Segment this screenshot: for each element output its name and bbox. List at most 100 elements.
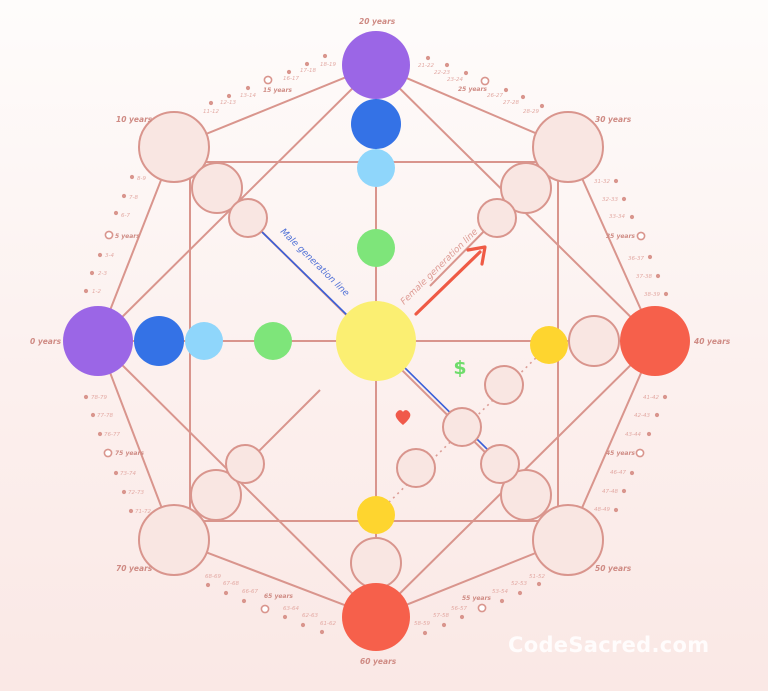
node-right-yellow[interactable]: [530, 326, 568, 364]
tick-label: 36-37: [628, 256, 644, 262]
milestone-marker[interactable]: [636, 231, 646, 241]
milestone-label: 5 years: [115, 233, 140, 240]
dollar-icon: $: [453, 357, 466, 379]
tick-dot: [517, 590, 523, 596]
node-ancestral-tl-2[interactable]: [191, 162, 243, 214]
tick-dot: [536, 581, 542, 587]
milestone-marker[interactable]: [480, 76, 490, 86]
tick-dot: [83, 288, 89, 294]
tick-label: 23-24: [447, 77, 463, 83]
milestone-label: 65 years: [264, 593, 293, 600]
tick-label: 2-3: [98, 271, 107, 277]
male-generation-label: Male generation line: [278, 227, 351, 299]
milestone-label: 35 years: [606, 233, 635, 240]
node-ancestral-br-3[interactable]: [480, 444, 520, 484]
tick-label: 53-54: [492, 589, 508, 595]
milestone-marker[interactable]: [477, 603, 487, 613]
node-ancestral-bl-2[interactable]: [190, 469, 242, 521]
tick-dot: [90, 412, 96, 418]
tick-dot: [121, 489, 127, 495]
tick-dot: [83, 394, 89, 400]
node-ancestral-br-2[interactable]: [500, 469, 552, 521]
tick-label: 1-2: [92, 289, 101, 295]
age-label: 0 years: [30, 337, 62, 346]
tick-dot: [128, 508, 134, 514]
milestone-marker[interactable]: [263, 75, 273, 85]
tick-dot: [286, 69, 292, 75]
outer-ring-circles: [138, 111, 620, 589]
tick-dot: [663, 291, 669, 297]
tick-dot: [304, 61, 310, 67]
node-top-lightblue[interactable]: [357, 149, 395, 187]
node-40-years-red[interactable]: [620, 306, 690, 376]
node-love-channel[interactable]: [396, 448, 436, 488]
node-top-green[interactable]: [357, 229, 395, 267]
node-center-comfort-zone[interactable]: [336, 301, 416, 381]
tick-dot: [621, 196, 627, 202]
node-right-2[interactable]: [568, 315, 620, 367]
tick-label: 47-48: [602, 489, 618, 495]
node-70-years[interactable]: [138, 504, 210, 576]
tick-label: 31-32: [594, 179, 610, 185]
tick-label: 73-74: [120, 471, 136, 477]
age-label: 50 years: [595, 564, 632, 573]
tick-label: 63-64: [283, 606, 299, 612]
female-generation-arrow: [414, 245, 487, 316]
tick-label: 72-73: [128, 490, 144, 496]
milestone-marker[interactable]: [103, 448, 113, 458]
age-label: 20 years: [359, 17, 396, 26]
node-50-years[interactable]: [532, 504, 604, 576]
node-left-lightblue[interactable]: [185, 322, 223, 360]
node-ancestral-tr-2[interactable]: [500, 162, 552, 214]
node-0-years-purple[interactable]: [63, 306, 133, 376]
node-60-years-red[interactable]: [342, 583, 410, 651]
tick-label: 13-14: [240, 93, 256, 99]
node-ancestral-tr-3[interactable]: [477, 198, 517, 238]
node-relationship-center[interactable]: [442, 407, 482, 447]
milestone-marker[interactable]: [260, 604, 270, 614]
tick-label: 68-69: [205, 574, 221, 580]
tick-dot: [113, 470, 119, 476]
node-top-blue[interactable]: [351, 99, 401, 149]
milestone-marker[interactable]: [635, 448, 645, 458]
node-left-green[interactable]: [254, 322, 292, 360]
milestone-marker[interactable]: [104, 230, 114, 240]
tick-label: 7-8: [129, 195, 138, 201]
tick-dot: [539, 103, 545, 109]
tick-label: 58-59: [414, 621, 430, 627]
tick-dot: [646, 431, 652, 437]
tick-label: 46-47: [610, 470, 626, 476]
node-bottom-2[interactable]: [350, 537, 402, 589]
tick-label: 22-23: [434, 70, 450, 76]
node-left-blue[interactable]: [134, 316, 184, 366]
tick-dot: [655, 273, 661, 279]
tick-label: 3-4: [105, 253, 114, 259]
tick-label: 52-53: [511, 581, 527, 587]
milestone-label: 55 years: [462, 595, 491, 602]
node-money-channel[interactable]: [484, 365, 524, 405]
tick-label: 56-57: [451, 606, 467, 612]
tick-dot: [662, 394, 668, 400]
tick-label: 67-68: [223, 581, 239, 587]
tick-dot: [647, 254, 653, 260]
node-bottom-yellow[interactable]: [357, 496, 395, 534]
tick-label: 26-27: [487, 93, 503, 99]
tick-label: 27-28: [503, 100, 519, 106]
tick-label: 62-63: [302, 613, 318, 619]
tick-dot: [463, 70, 469, 76]
heart-icon: [395, 410, 411, 425]
tick-dot: [300, 622, 306, 628]
node-10-years[interactable]: [138, 111, 210, 183]
tick-dot: [226, 93, 232, 99]
node-30-years[interactable]: [532, 111, 604, 183]
node-20-years-purple[interactable]: [342, 31, 410, 99]
node-ancestral-bl-3[interactable]: [225, 444, 265, 484]
milestone-label: 45 years: [606, 450, 635, 457]
node-ancestral-tl-3[interactable]: [228, 198, 268, 238]
tick-dot: [613, 178, 619, 184]
age-label: 60 years: [360, 657, 397, 666]
tick-dot: [113, 210, 119, 216]
